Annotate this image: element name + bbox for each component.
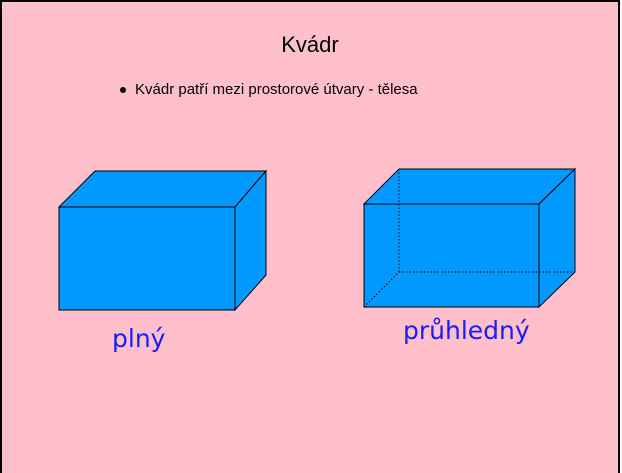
solid-cuboid-front-face [58, 206, 236, 311]
hidden-edge-diagonal [363, 271, 400, 308]
bullet-text: Kvádr patří mezi prostorové útvary - těl… [135, 81, 418, 98]
solid-cuboid-label: plný [112, 324, 166, 353]
slide-title: Kvádr [281, 32, 339, 57]
bullet-item: Kvádr patří mezi prostorové útvary - těl… [120, 81, 418, 98]
bullet-dot-icon [120, 87, 126, 93]
transparent-cuboid-top-face [363, 168, 577, 205]
transparent-cuboid-front-face [363, 203, 540, 308]
transparent-cuboid-label: průhledný [403, 316, 530, 345]
solid-cuboid-top-face [58, 170, 268, 208]
solid-cuboid [58, 169, 268, 311]
transparent-cuboid [363, 168, 577, 309]
